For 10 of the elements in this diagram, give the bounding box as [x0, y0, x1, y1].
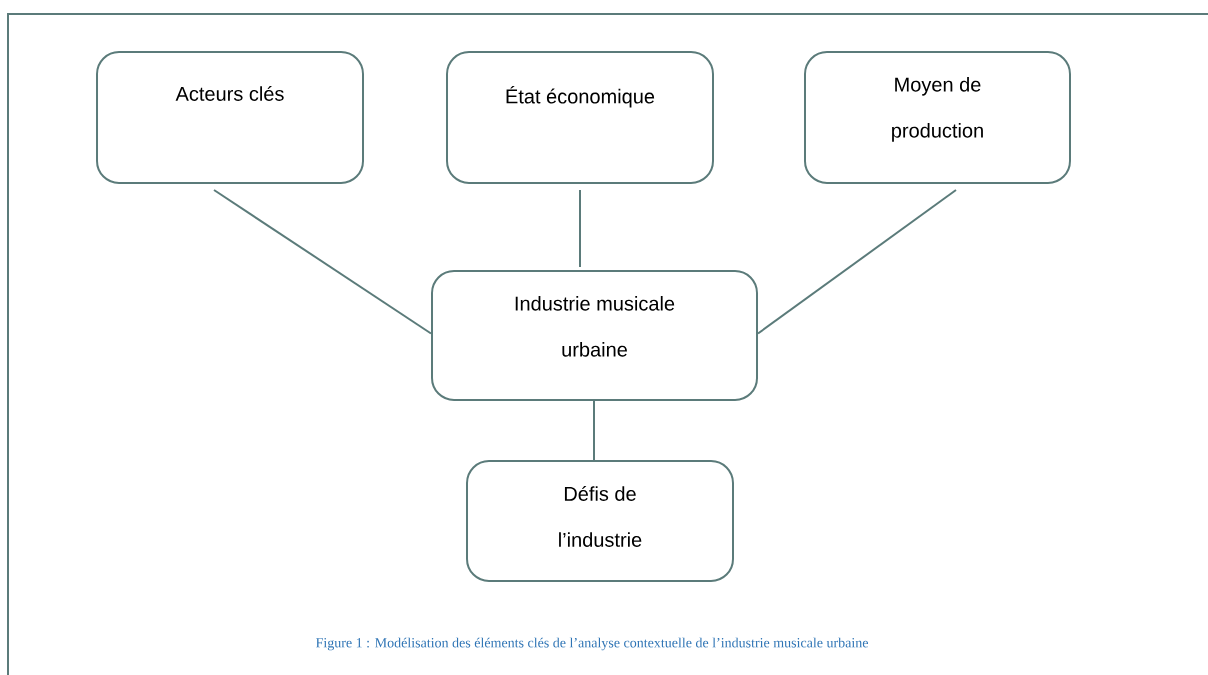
text-box: État économique	[446, 51, 714, 184]
connector-line	[213, 189, 432, 335]
text-box: Industrie musicale urbaine	[431, 270, 758, 401]
figure-caption: Figure 1 : Modélisation des éléments clés de l’analyse contextuelle de l’industrie musicale urbaine	[316, 637, 868, 651]
connector-line	[757, 189, 957, 335]
connector-line	[593, 400, 595, 461]
connector-line	[579, 189, 581, 268]
text-box: Moyen de production	[804, 51, 1071, 184]
text-box: Défis de l’industrie	[466, 460, 734, 582]
text-box: Acteurs clés	[96, 51, 364, 184]
